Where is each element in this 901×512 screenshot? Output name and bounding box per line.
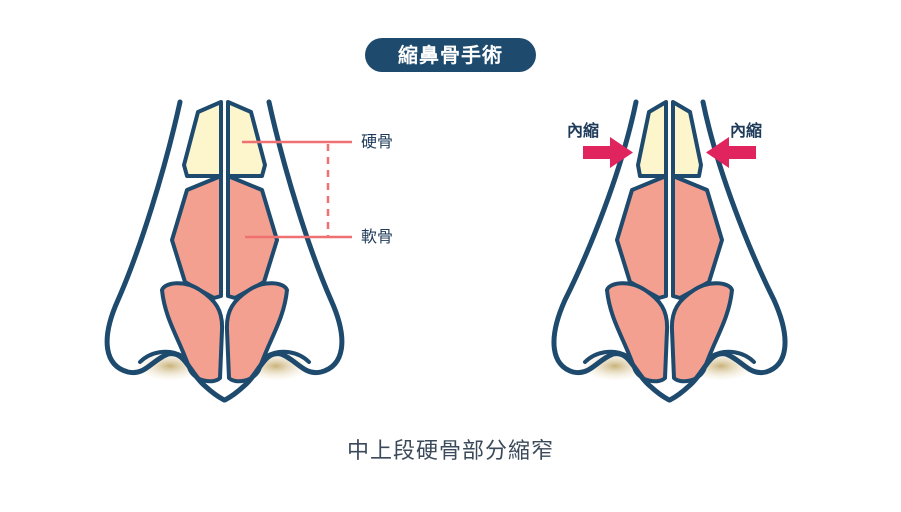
right-lower-cartilage-after xyxy=(669,281,734,384)
nose-outline-right xyxy=(222,99,345,403)
soft-bone-label: 軟骨 xyxy=(361,227,394,246)
nostril-rim-left-after xyxy=(583,349,629,364)
nose-outline-right-after xyxy=(667,99,788,403)
nose-outline-left xyxy=(104,99,227,403)
nose-outline-left-after xyxy=(551,99,672,403)
inward-label-right: 內縮 xyxy=(730,121,763,140)
left-upper-cartilage xyxy=(170,174,223,300)
right-nasal-bone-narrowed xyxy=(671,100,703,178)
nose-after xyxy=(551,99,788,403)
nostril-rim-left xyxy=(138,349,184,364)
left-nasal-bone xyxy=(182,100,223,178)
nostril-rim-right-after xyxy=(710,349,756,364)
diagram-caption: 中上段硬骨部分縮窄 xyxy=(346,439,554,464)
nostril-rim-right xyxy=(265,349,311,364)
arrow-right-icon xyxy=(583,137,633,168)
hard-bone-label: 硬骨 xyxy=(361,132,394,151)
left-upper-cartilage-after xyxy=(615,174,668,300)
left-lower-cartilage xyxy=(160,281,225,384)
arrow-left-icon xyxy=(706,137,756,168)
nose-before xyxy=(104,99,352,403)
left-lower-cartilage-after xyxy=(605,281,670,384)
right-lower-cartilage xyxy=(224,281,289,384)
page-title: 縮鼻骨手術 xyxy=(365,38,536,72)
right-nasal-bone xyxy=(226,100,267,178)
right-upper-cartilage-after xyxy=(671,174,724,300)
left-nasal-bone-narrowed xyxy=(636,100,668,178)
inward-label-left: 內縮 xyxy=(567,121,600,140)
